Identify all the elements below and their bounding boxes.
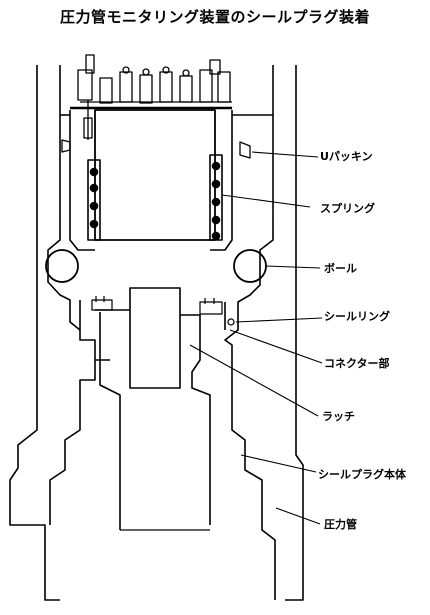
latch-right: [180, 314, 211, 525]
u-packing-left: [61, 139, 71, 153]
head-block: [94, 109, 216, 241]
label-seal-ring: シールリング: [324, 309, 390, 323]
connector-block: [129, 287, 181, 389]
pressure-tube-left-wall: [9, 65, 60, 601]
label-spring: スプリング: [320, 201, 375, 215]
label-latch: ラッチ: [322, 410, 355, 423]
seal-ring-teeth: [91, 296, 235, 326]
label-connector: コネクター部: [324, 356, 390, 370]
ball-right: [233, 249, 267, 283]
seal-plug-body-right: [224, 220, 276, 600]
latch-left: [95, 309, 130, 530]
ball-left: [45, 249, 79, 283]
pressure-tube-right-outer: [285, 65, 304, 601]
label-ball: ボール: [324, 261, 357, 275]
label-seal-plug-body: シールプラグ本体: [318, 467, 407, 481]
seal-plug-body-left: [47, 220, 96, 525]
u-packing-right: [239, 141, 251, 159]
label-pressure-tube: 圧力管: [324, 517, 357, 531]
top-connectors: [77, 54, 232, 140]
diagram-title: 圧力管モニタリング装置のシールプラグ装着: [59, 8, 370, 26]
spring-right: [209, 154, 223, 241]
spring-left: [87, 159, 101, 241]
label-u-packing: Uパッキン: [320, 150, 373, 163]
leader-lines: [189, 151, 323, 525]
